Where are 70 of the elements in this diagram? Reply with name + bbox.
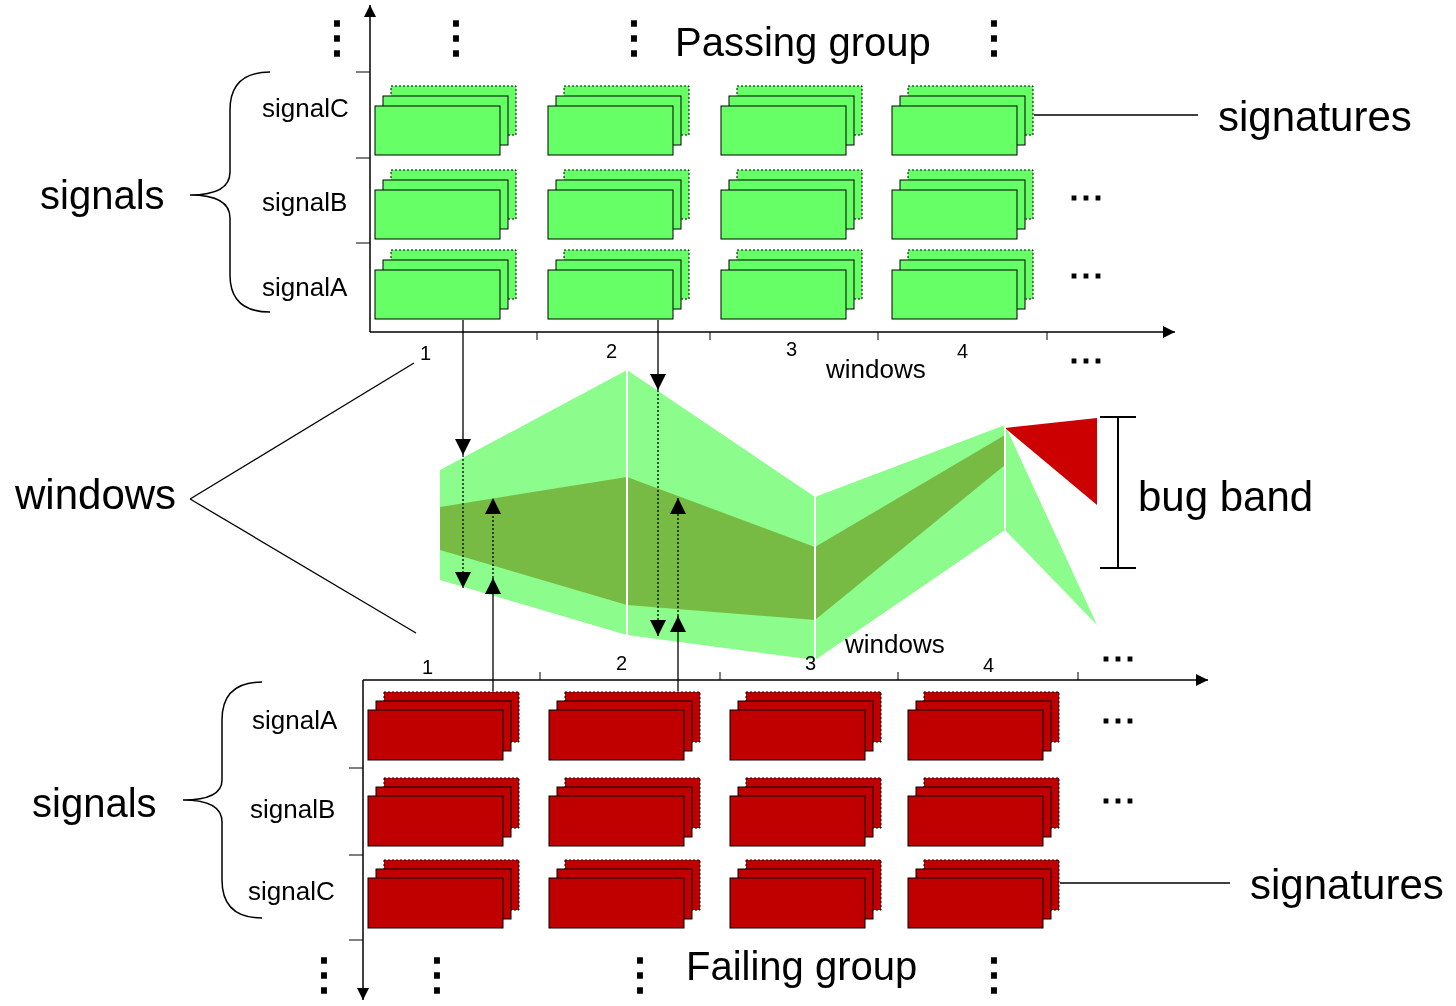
ellipsis: ⋯	[1100, 703, 1136, 739]
signature-stack	[374, 85, 517, 156]
callout-label: signatures	[1218, 96, 1412, 138]
axis-label: signalB	[250, 796, 336, 822]
signature-stack	[891, 85, 1034, 156]
axis-label: signalC	[262, 95, 349, 121]
ellipsis: ⋯	[1068, 180, 1104, 216]
group-title: Failing group	[686, 946, 918, 986]
arrow	[455, 319, 471, 456]
signature-stack	[729, 777, 882, 847]
ellipsis: ⋮	[972, 952, 1016, 996]
ellipsis: ⋯	[1100, 641, 1136, 677]
tick-label: 4	[957, 341, 969, 361]
signature-stack	[367, 777, 520, 847]
ellipsis: ⋮	[612, 15, 656, 59]
tick-label: 3	[805, 653, 817, 673]
axis-label: signalB	[262, 189, 348, 215]
arrow	[670, 615, 686, 692]
bracket-label: bug band	[1138, 476, 1314, 518]
leader-line	[1033, 114, 1199, 116]
signature-stack	[374, 249, 517, 320]
tick-label: 1	[422, 657, 434, 677]
ellipsis: ⋮	[415, 952, 459, 996]
signature-stack	[907, 859, 1060, 929]
tick-label: 4	[983, 655, 995, 675]
ellipsis: ⋯	[1068, 258, 1104, 294]
tick-label: 1	[420, 343, 432, 363]
signature-stack	[891, 169, 1034, 240]
bracket-label: signals	[40, 175, 165, 215]
ellipsis: ⋮	[315, 15, 359, 59]
ellipsis: ⋮	[618, 952, 662, 996]
signature-stack	[547, 85, 690, 156]
tick-label: 3	[786, 339, 798, 359]
signature-stack	[548, 859, 701, 929]
signature-stack	[547, 249, 690, 320]
bracket-label: signals	[32, 783, 157, 823]
signature-stack	[374, 169, 517, 240]
leader-line	[189, 498, 417, 634]
signature-stack	[729, 691, 882, 761]
tick-label: 2	[606, 341, 618, 361]
arrow	[650, 319, 666, 391]
signature-stack	[907, 777, 1060, 847]
axis-label: signalC	[248, 878, 335, 904]
axis-title: windows	[845, 631, 945, 657]
signature-stack	[720, 249, 863, 320]
arrow	[485, 577, 501, 692]
signature-stack	[891, 249, 1034, 320]
callout-label: windows	[15, 474, 177, 516]
signature-stack	[720, 169, 863, 240]
signature-stack	[720, 85, 863, 156]
axis-title: windows	[826, 356, 926, 382]
leader-line	[189, 362, 415, 500]
ellipsis: ⋮	[302, 952, 346, 996]
signature-stack	[547, 169, 690, 240]
axis-label: signalA	[252, 707, 338, 733]
signature-stack	[548, 777, 701, 847]
leader-line	[1059, 882, 1231, 884]
signature-stack	[907, 691, 1060, 761]
callout-label: signatures	[1250, 864, 1444, 906]
signature-stack	[548, 691, 701, 761]
group-title: Passing group	[675, 22, 931, 62]
axis-label: signalA	[262, 274, 348, 300]
ellipsis: ⋮	[972, 15, 1016, 59]
signature-stack	[367, 859, 520, 929]
ellipsis: ⋯	[1068, 343, 1104, 379]
signature-stack	[729, 859, 882, 929]
signature-stack	[367, 691, 520, 761]
ellipsis: ⋮	[434, 15, 478, 59]
ellipsis: ⋯	[1100, 783, 1136, 819]
tick-label: 2	[616, 653, 628, 673]
